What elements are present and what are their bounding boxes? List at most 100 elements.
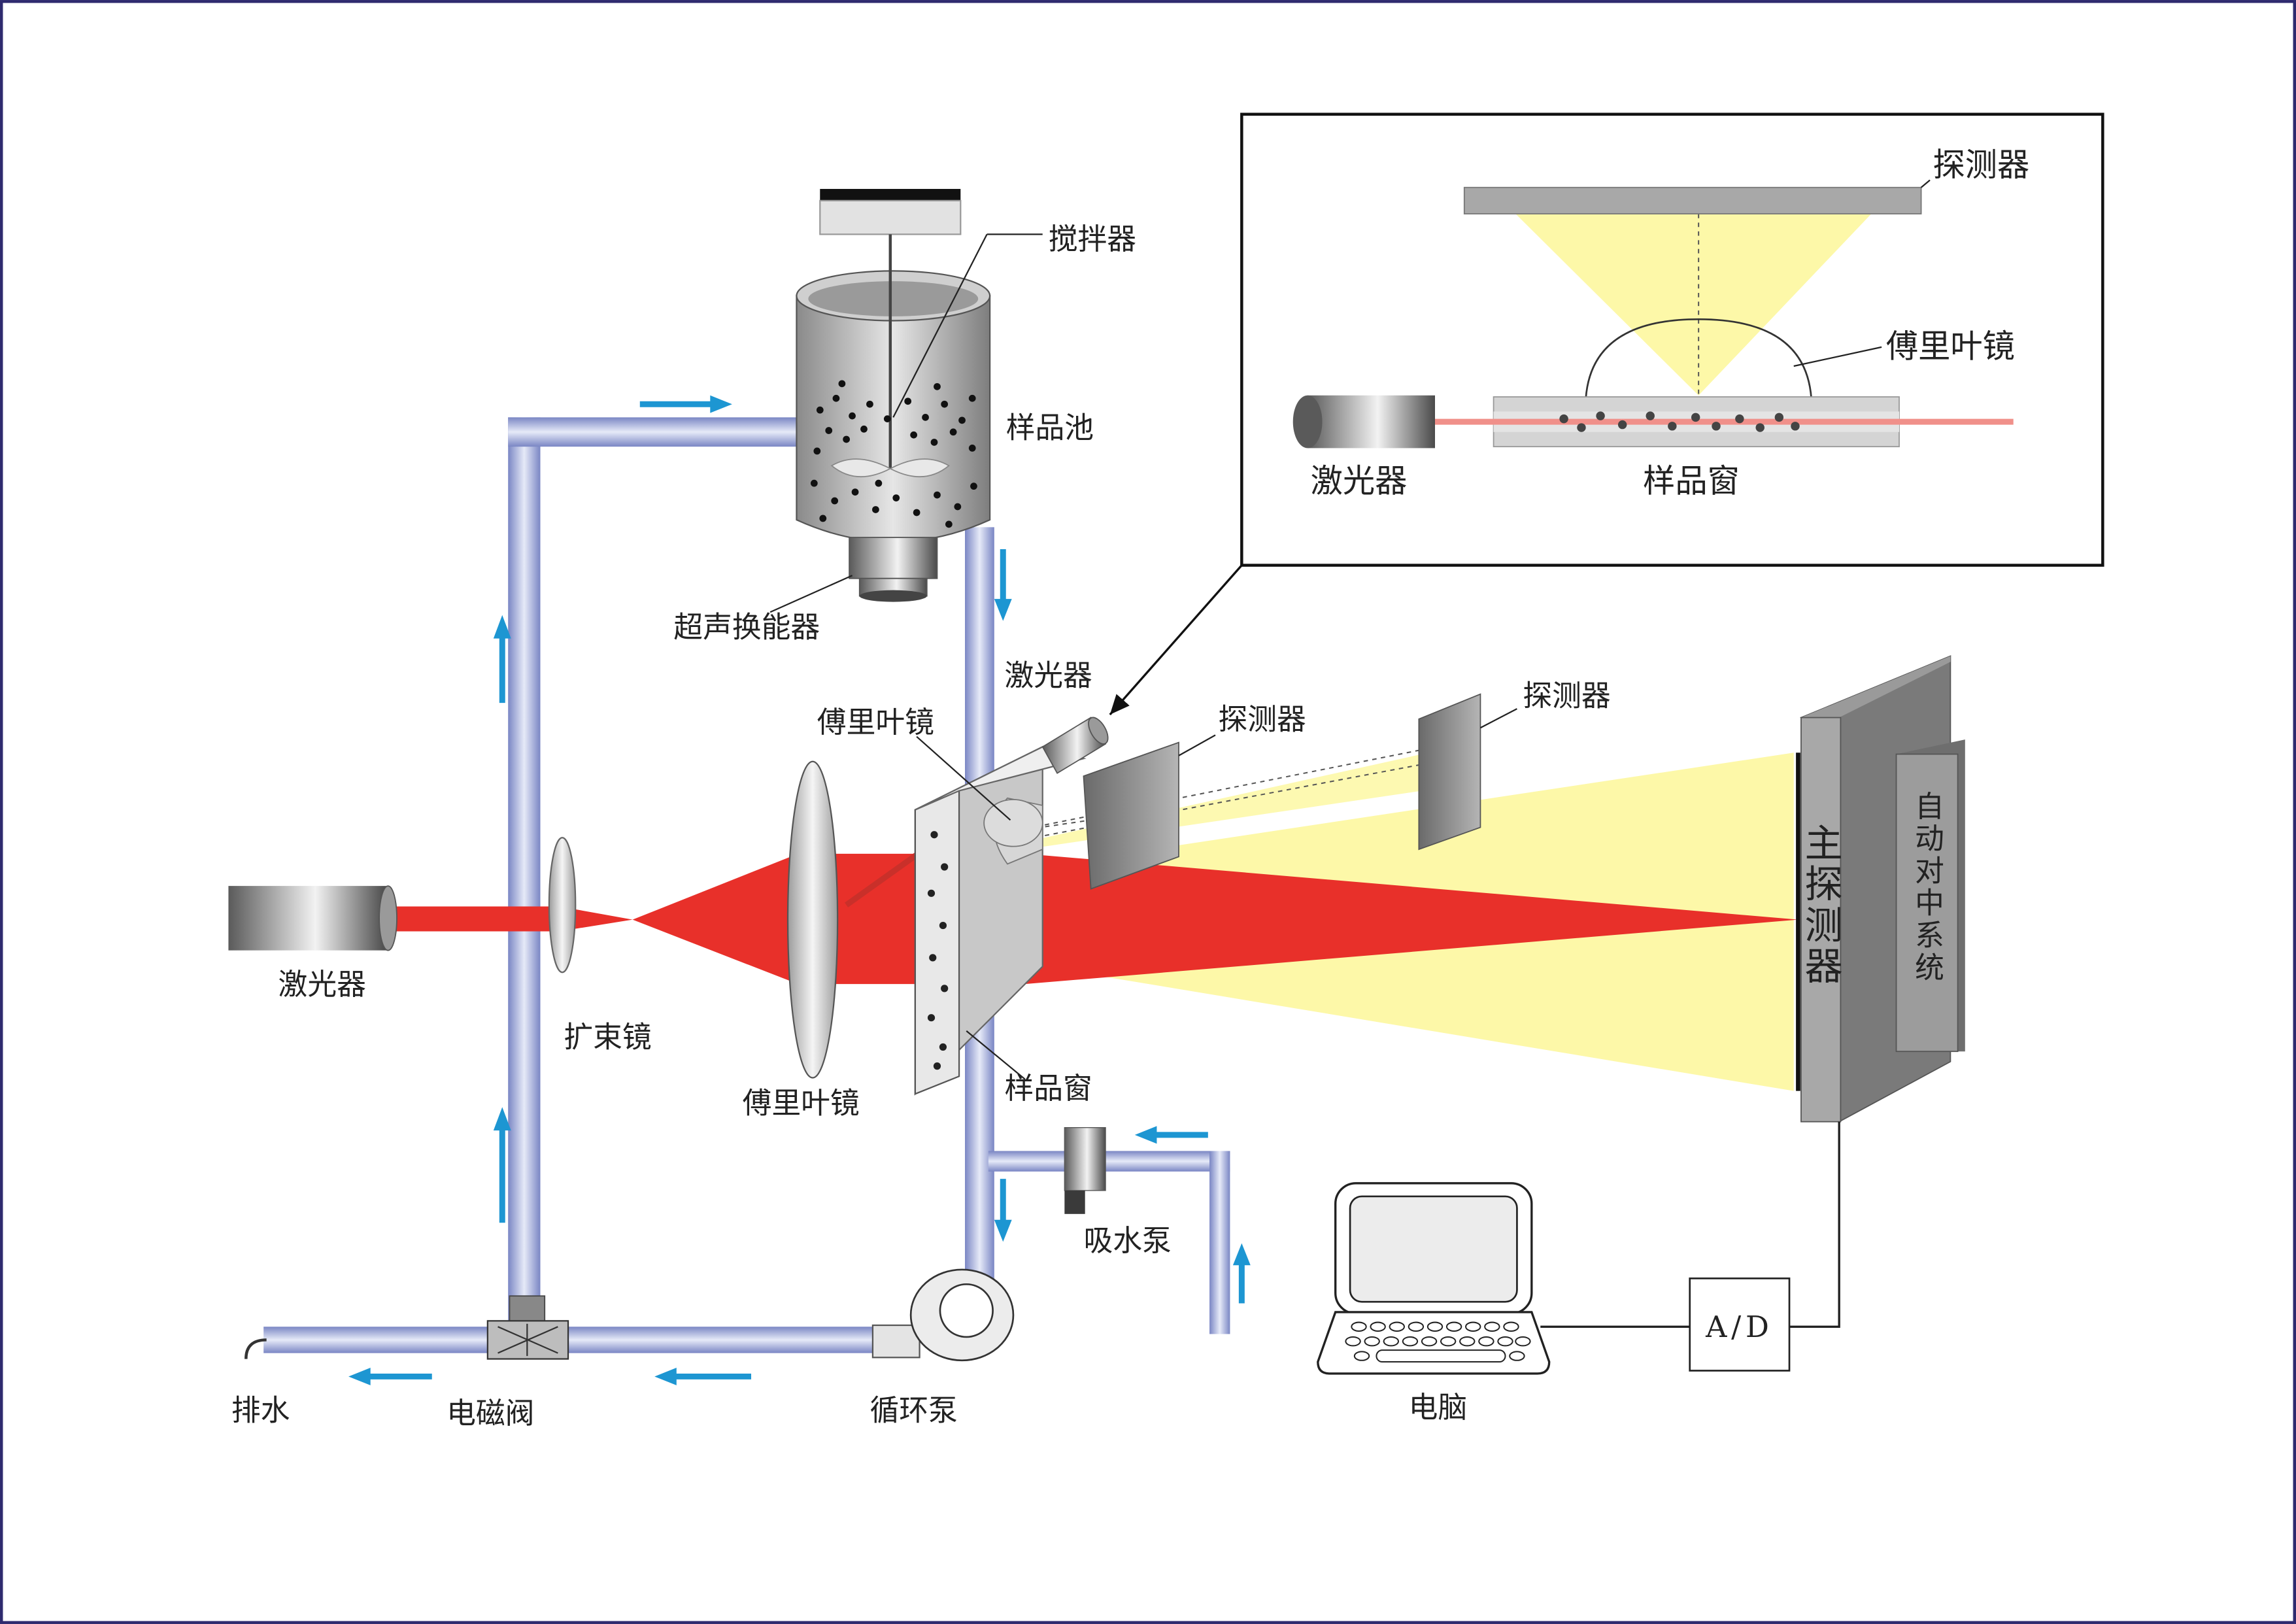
inset-particles — [1559, 411, 1800, 432]
laser-beam-expanding — [632, 853, 798, 985]
beam-expander-lens — [548, 837, 577, 973]
label-sample-window: 样品窗 — [1005, 1071, 1092, 1106]
leader-detector-1 — [1178, 734, 1216, 756]
label-computer: 电脑 — [1409, 1390, 1468, 1425]
pipe-suction-vertical — [1209, 1151, 1230, 1334]
label-solenoid-valve: 电磁阀 — [447, 1396, 534, 1430]
inset-label-sample-window: 样品窗 — [1643, 462, 1740, 500]
label-fourier-small: 傅里叶镜 — [817, 705, 934, 739]
detector-2-plate — [1418, 693, 1481, 851]
inset-laser — [1292, 395, 1435, 448]
laser-beam-focus — [559, 906, 633, 932]
tank-particles — [810, 380, 977, 528]
suction-pump — [1064, 1127, 1106, 1214]
small-laser-end — [1088, 717, 1109, 745]
ad-converter-box — [1689, 1277, 1791, 1372]
flow-arrows — [348, 395, 1251, 1385]
pipe-bottom-horizontal — [263, 1327, 879, 1353]
suction-pump-body — [1064, 1127, 1106, 1191]
circulation-pump — [871, 1268, 1015, 1362]
main-detector-front — [1800, 717, 1842, 1123]
flow-arrow-bottom-left-2 — [654, 1368, 752, 1385]
main-laser-face — [379, 885, 397, 951]
leader-sample-window — [966, 1030, 1026, 1080]
stirrer-motor-top — [820, 188, 961, 201]
flow-arrow-right-down-2 — [994, 1179, 1012, 1242]
inset-pointer-arrow — [1109, 564, 1243, 716]
suction-pump-base — [1064, 1190, 1085, 1214]
laser-beam-input — [391, 906, 560, 932]
laptop-screen — [1349, 1195, 1518, 1303]
inset-label-laser: 激光器 — [1311, 462, 1408, 500]
laptop-keys — [1345, 1321, 1531, 1361]
label-ultrasonic: 超声换能器 — [673, 609, 820, 644]
sample-tank-inner — [808, 281, 979, 316]
fourier-lens-main — [786, 760, 839, 1079]
inset-leader-fourier — [1793, 346, 1882, 367]
label-drain: 排水 — [231, 1393, 290, 1428]
label-circ-pump: 循环泵 — [869, 1393, 957, 1428]
main-laser — [228, 885, 397, 951]
inset-laser-body — [1308, 395, 1435, 448]
inset-detector — [1463, 186, 1922, 214]
stirrer-motor — [819, 199, 962, 235]
window-particles — [927, 831, 949, 1070]
inset-fourier-lens — [1585, 318, 1812, 399]
leader-stirrer-diag — [892, 233, 988, 418]
pipe-left-vertical — [508, 417, 541, 1326]
labels: 搅拌器 样品池 超声换能器 激光器 傅里叶镜 探测器 探测器 激光器 扩束镜 傅… — [231, 146, 2029, 1430]
flow-arrow-right-down-1 — [994, 549, 1012, 621]
flow-arrow-left-up-2 — [493, 1107, 511, 1223]
fourier-lens-small — [983, 799, 1043, 847]
computer-and-ad — [1317, 1121, 1840, 1375]
main-detector-top — [1800, 656, 1951, 724]
flow-arrow-left-up-1 — [493, 615, 511, 703]
pipe-top-horizontal — [508, 417, 805, 447]
label-ad: A/D — [1705, 1310, 1774, 1344]
inset-laser-back — [1292, 395, 1323, 448]
label-suction-pump: 吸水泵 — [1083, 1223, 1171, 1258]
laptop-spacebar — [1376, 1349, 1506, 1363]
laser-beam-converging — [1024, 853, 1798, 985]
main-detector-assembly — [1796, 655, 1965, 1123]
small-laser — [1041, 717, 1109, 774]
inset-label-fourier: 傅里叶镜 — [1886, 328, 2015, 365]
circulation-pump-outlet — [871, 1324, 920, 1359]
label-sample-cell: 样品池 — [1006, 411, 1094, 445]
label-laser-main: 激光器 — [279, 967, 366, 1002]
leader-ultrasonic — [769, 575, 853, 613]
inset-scatter-light — [1515, 214, 1872, 396]
wire-ad-detector — [1789, 1121, 1840, 1328]
flow-arrow-bottom-left-1 — [348, 1368, 432, 1385]
inset-label-detector: 探测器 — [1933, 146, 2030, 184]
label-main-detector: 主探测器 — [1798, 823, 1842, 987]
label-auto-align: 自动对中系统 — [1910, 791, 1944, 985]
flow-arrow-suction-up — [1232, 1243, 1251, 1304]
inset-leader-detector — [1920, 179, 1931, 188]
label-detector-2: 探测器 — [1523, 679, 1610, 713]
label-detector-1: 探测器 — [1219, 702, 1306, 736]
stirrer-impeller — [830, 458, 950, 478]
label-laser-small: 激光器 — [1005, 658, 1092, 692]
sample-tank-assembly — [769, 188, 1043, 613]
pipe-suction-horizontal — [988, 1151, 1230, 1172]
leader-detector-2 — [1479, 708, 1517, 729]
auto-align-box-front — [1895, 753, 1959, 1053]
ultrasonic-transducer-tip — [859, 590, 927, 602]
detector-1-plate — [1083, 741, 1179, 890]
side-detectors — [1083, 693, 1517, 890]
leader-fourier-small — [916, 736, 1011, 821]
ultrasonic-transducer-body — [849, 537, 938, 579]
label-stirrer: 搅拌器 — [1049, 222, 1136, 256]
sample-window-assembly — [914, 717, 1109, 1096]
circulation-pump-rotor — [939, 1283, 994, 1338]
label-fourier-main: 傅里叶镜 — [743, 1085, 860, 1120]
main-laser-body — [228, 886, 387, 951]
solenoid-valve — [486, 1295, 569, 1360]
inset-panel — [1240, 112, 2104, 567]
drain-hook — [245, 1338, 267, 1359]
flow-arrow-suction-left — [1134, 1126, 1208, 1144]
